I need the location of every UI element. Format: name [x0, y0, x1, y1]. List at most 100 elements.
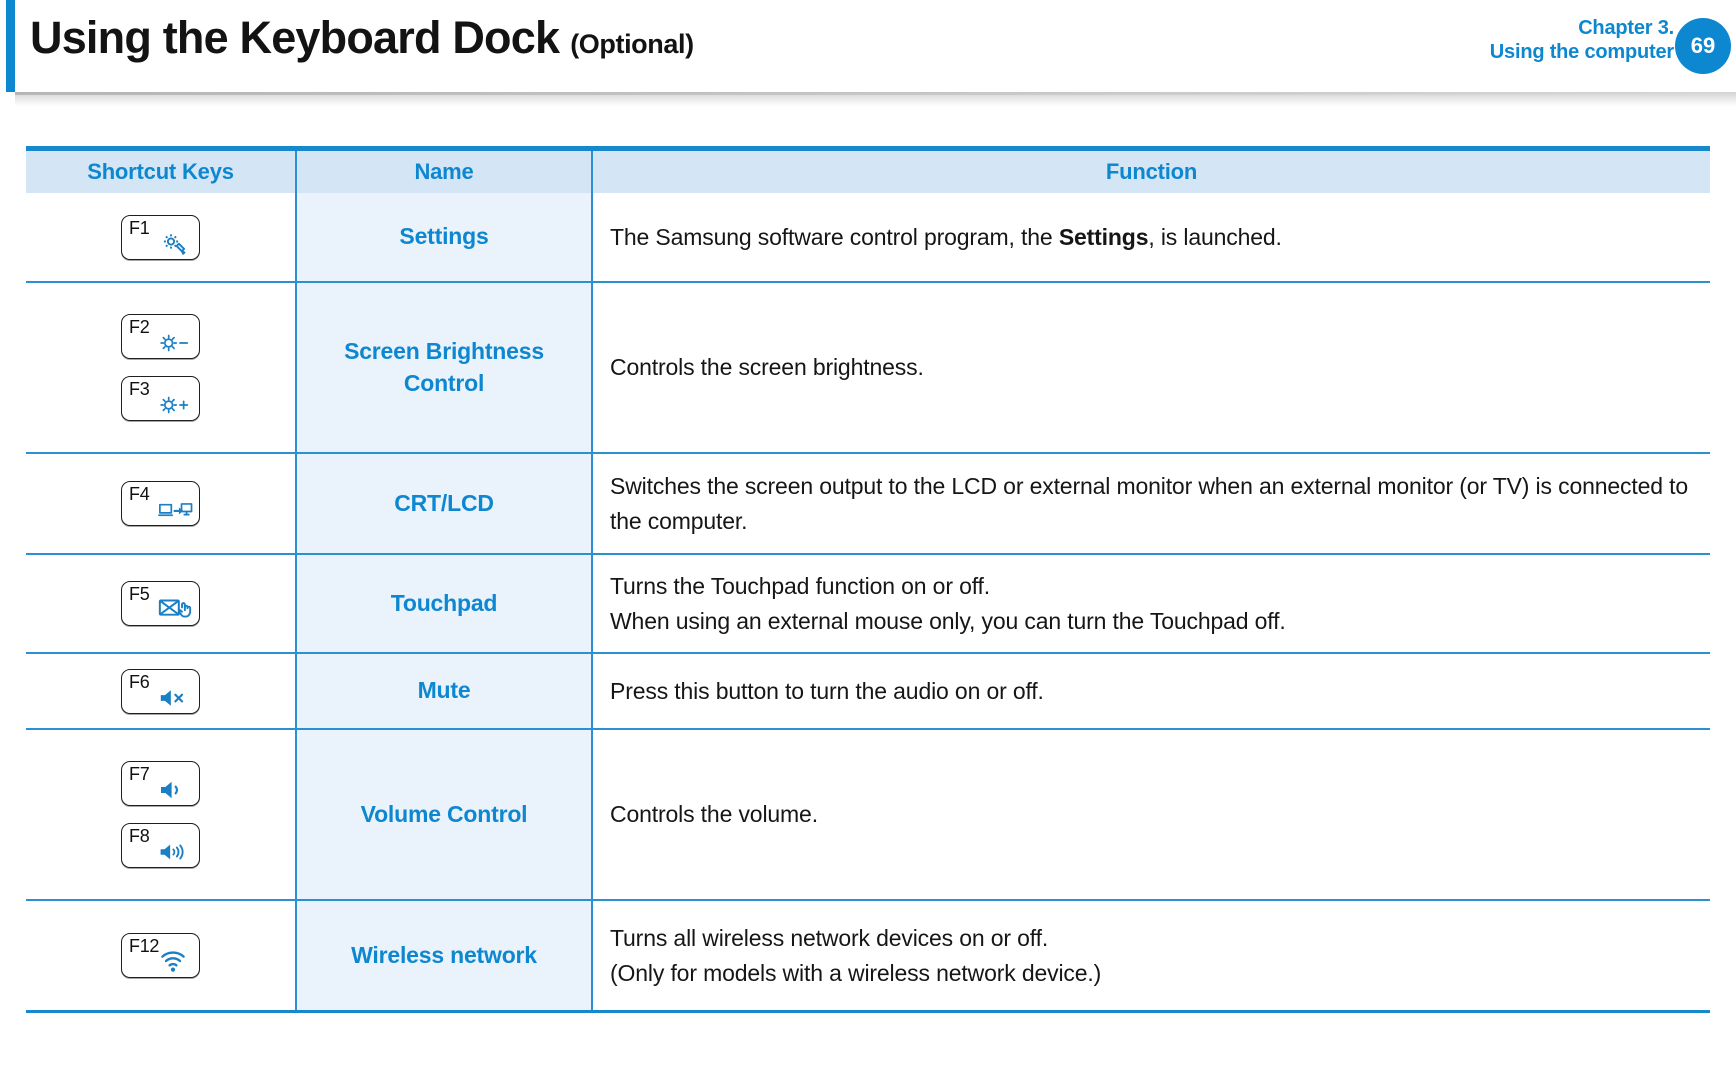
- cell-shortcut-keys: F12: [26, 901, 295, 1010]
- cell-function: Turns the Touchpad function on or off. Wh…: [591, 555, 1710, 652]
- function-text-segment: The Samsung software control program, th…: [610, 223, 1059, 250]
- cell-shortcut-keys: F4: [26, 454, 295, 553]
- brightness-down-icon: [157, 329, 193, 355]
- keycap-f7[interactable]: F7: [121, 761, 200, 806]
- cell-shortcut-keys: F2 F3: [26, 283, 295, 452]
- page-title-group: Using the Keyboard Dock (Optional): [30, 12, 694, 64]
- keycap-f8[interactable]: F8: [121, 823, 200, 868]
- column-header-name: Name: [295, 151, 591, 193]
- function-text-line: (Only for models with a wireless network…: [610, 956, 1698, 991]
- cell-name: Wireless network: [295, 901, 591, 1010]
- table-top-rule: [26, 146, 1710, 151]
- cell-shortcut-keys: F6: [26, 654, 295, 728]
- header-accent-bar: [6, 0, 15, 92]
- page-header: Using the Keyboard Dock (Optional) Chapt…: [0, 0, 1736, 106]
- keycap-label: F4: [129, 484, 150, 504]
- cell-name: Touchpad: [295, 555, 591, 652]
- touchpad-off-icon: [157, 596, 193, 622]
- function-text-segment: , is launched.: [1148, 223, 1282, 250]
- cell-name: Screen Brightness Control: [295, 283, 591, 452]
- keycap-f5[interactable]: F5: [121, 581, 200, 626]
- column-header-function: Function: [591, 151, 1710, 193]
- cell-function: The Samsung software control program, th…: [591, 193, 1710, 281]
- chapter-name: Using the computer: [1489, 41, 1674, 64]
- function-text-segment: Press this button to turn the audio on o…: [610, 677, 1044, 704]
- keycap-f1[interactable]: F1: [121, 214, 200, 260]
- shortcut-name-label: Mute: [417, 677, 471, 704]
- keycap-label: F8: [129, 826, 150, 846]
- function-text-line: Controls the volume.: [610, 797, 1698, 832]
- shortcut-name-label: Wireless network: [351, 941, 537, 968]
- function-text-segment: Turns the Touchpad function on or off.: [610, 573, 991, 599]
- table-row: F6 Mute Press this button to turn the aud…: [26, 652, 1710, 728]
- cell-function: Controls the screen brightness.: [591, 283, 1710, 452]
- chapter-label: Chapter 3. Using the computer: [1490, 16, 1674, 65]
- column-header-shortcut-keys: Shortcut Keys: [87, 159, 234, 184]
- function-text-segment: (Only for models with a wireless network…: [610, 959, 1102, 986]
- shortcut-name-label: Settings: [399, 223, 489, 250]
- function-text-segment: Controls the volume.: [610, 801, 818, 828]
- table-row: F4 CRT/LCD Switches the screen output to …: [26, 452, 1710, 553]
- function-text-line: Turns the Touchpad function on or off.: [610, 569, 1698, 604]
- cell-shortcut-keys: F5: [26, 555, 295, 652]
- page-number-badge: 69: [1675, 18, 1731, 74]
- page-title: Using the Keyboard Dock: [30, 12, 560, 63]
- function-text-segment: Switches the screen output to the LCD or…: [610, 473, 1689, 534]
- table-header-row: Shortcut Keys Name Function: [26, 151, 1710, 193]
- shortcut-name-label: CRT/LCD: [394, 489, 494, 516]
- cell-function: Controls the volume.: [591, 730, 1710, 899]
- shortcut-name-label: Volume Control: [360, 800, 528, 827]
- table-bottom-rule: [26, 1010, 1710, 1013]
- chapter-number: Chapter 3.: [1578, 17, 1674, 39]
- page-title-optional-tag: (Optional): [570, 29, 694, 59]
- cell-shortcut-keys: F1: [26, 193, 295, 281]
- settings-gear-icon: [157, 230, 193, 256]
- brightness-up-icon: [157, 391, 193, 417]
- function-text-segment: Controls the screen brightness.: [610, 354, 924, 381]
- keycap-label: F3: [129, 379, 150, 399]
- function-text-segment: When using an external mouse only, you c…: [610, 607, 1286, 634]
- cell-name: Settings: [295, 193, 591, 281]
- external-display-icon: [157, 496, 193, 522]
- function-text-line: Switches the screen output to the LCD or…: [610, 469, 1698, 538]
- table-row: F2 F3 Screen Brightness Control Controls …: [26, 281, 1710, 452]
- volume-down-icon: [157, 776, 193, 802]
- mute-icon: [157, 684, 193, 710]
- function-text-emphasis: Settings: [1058, 223, 1149, 250]
- cell-name: Volume Control: [295, 730, 591, 899]
- header-divider-shadow: [15, 92, 1736, 106]
- keycap-f12[interactable]: F12: [121, 933, 200, 978]
- keycap-label: F6: [129, 671, 150, 692]
- shortcut-name-label: Touchpad: [390, 589, 498, 616]
- function-text-segment: Turns all wireless network devices on or…: [610, 925, 1049, 951]
- cell-name: Mute: [295, 654, 591, 728]
- cell-function: Switches the screen output to the LCD or…: [591, 454, 1710, 553]
- cell-function: Turns all wireless network devices on or…: [591, 901, 1710, 1010]
- function-text-line: Press this button to turn the audio on o…: [610, 674, 1698, 709]
- keycap-f4[interactable]: F4: [121, 481, 200, 526]
- keycap-label: F7: [129, 764, 150, 784]
- function-text-line: The Samsung software control program, th…: [610, 220, 1698, 255]
- cell-shortcut-keys: F7 F8: [26, 730, 295, 899]
- keycap-label: F12: [129, 936, 160, 956]
- volume-up-icon: [157, 838, 193, 864]
- table-row: F12 Wireless network Turns all wireless n…: [26, 899, 1710, 1010]
- function-text-line: Controls the screen brightness.: [610, 350, 1698, 385]
- function-text-line: When using an external mouse only, you c…: [610, 604, 1698, 639]
- wireless-network-icon: [157, 948, 193, 974]
- keycap-f2[interactable]: F2: [121, 314, 200, 359]
- table-row: F7 F8 Volume Control Controls the volume.: [26, 728, 1710, 899]
- cell-name: CRT/LCD: [295, 454, 591, 553]
- keycap-label: F1: [129, 217, 150, 238]
- keycap-f3[interactable]: F3: [121, 376, 200, 421]
- cell-function: Press this button to turn the audio on o…: [591, 654, 1710, 728]
- keycap-label: F5: [129, 584, 150, 604]
- shortcut-name-label: Screen Brightness Control: [344, 338, 544, 396]
- function-text-line: Turns all wireless network devices on or…: [610, 921, 1698, 956]
- keycap-f6[interactable]: F6: [121, 668, 200, 714]
- table-row: F5 Touchpad Turns the Touchpad function o…: [26, 553, 1710, 652]
